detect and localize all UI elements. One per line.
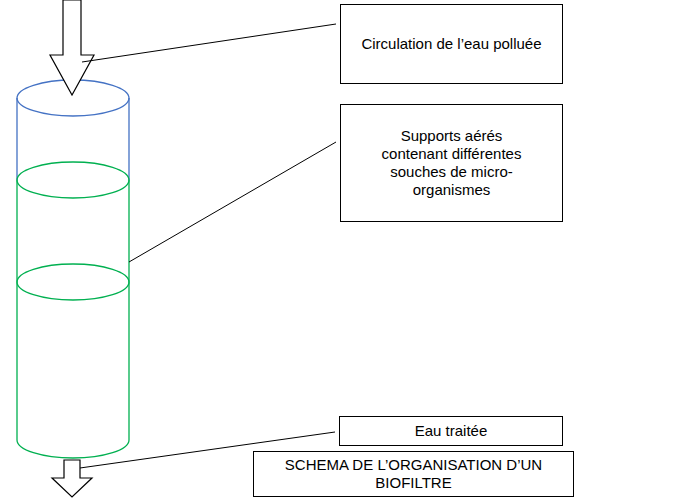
box-text: SCHEMA DE L’ORGANISATION D’UN BIOFILTRE (262, 456, 565, 492)
title-box: SCHEMA DE L’ORGANISATION D’UN BIOFILTRE (253, 451, 574, 497)
label-box: Supports aérés contenant différentes sou… (340, 104, 563, 222)
layer-ellipse (17, 162, 129, 198)
box-text: Supports aérés contenant différentes sou… (371, 127, 532, 199)
box-text: Eau traitée (415, 422, 488, 440)
inlet-arrow (50, 0, 94, 95)
layer-ellipse (17, 264, 129, 300)
cylinder-body (17, 180, 129, 458)
outlet-arrow (52, 460, 92, 497)
leader-line (82, 24, 336, 62)
label-box: Circulation de l’eau polluée (340, 4, 563, 84)
leader-line (129, 142, 336, 262)
label-box: Eau traitée (339, 416, 563, 446)
box-text: Circulation de l’eau polluée (361, 35, 541, 53)
